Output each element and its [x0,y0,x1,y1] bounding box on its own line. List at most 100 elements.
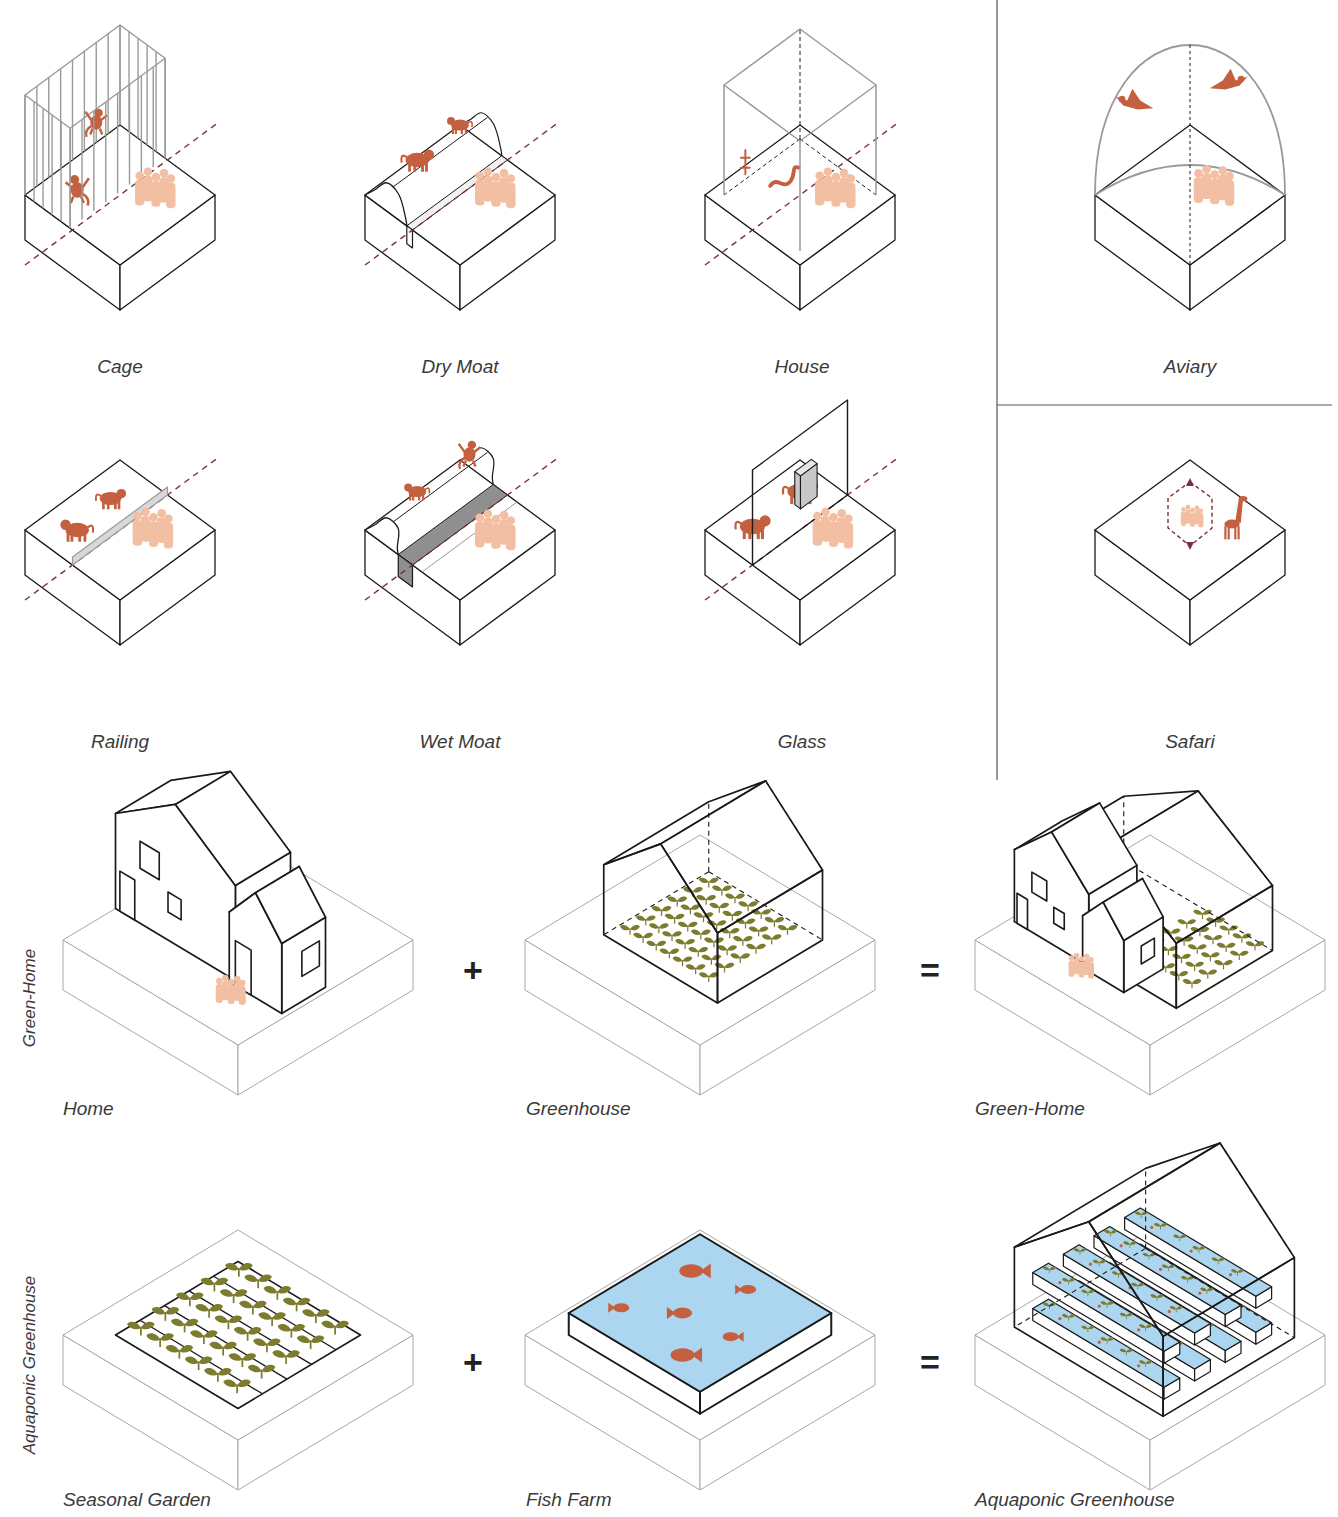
plant-leaf [272,1350,286,1357]
giraffe-leg [1234,526,1236,539]
plant-leaf [1157,1294,1164,1298]
plant-figure [1150,1294,1163,1301]
monkey-limbs [459,444,481,469]
zone-arrow [1186,478,1194,486]
visitor-body [1079,961,1085,977]
side-wall [718,870,823,1003]
box-top [795,459,817,475]
panel-divider [996,0,997,780]
cage-bar [60,122,61,222]
visitor-head [1210,170,1219,179]
plant-leaf [646,915,656,920]
plant-leaf [1229,925,1238,930]
plant-leaf [696,964,706,969]
animal-figure [404,484,429,501]
plant-leaf [127,1322,141,1329]
fish-dot [1089,1263,1092,1266]
plant-leaf [316,1309,330,1316]
berm-back [460,113,502,156]
fish-dot [1098,1341,1101,1344]
plant-leaf [1143,1253,1150,1257]
animal-leg [748,529,751,539]
monkey-figure [459,441,481,469]
operator-symbol: + [463,950,483,991]
visitor-head [846,174,855,183]
visitor-body [164,523,173,549]
animal-leg [465,127,467,134]
boundary-line [25,457,220,601]
plant-leaf [204,1330,218,1337]
animal-head [404,484,412,492]
giraffe-leg [1228,526,1230,539]
fish-figure [608,1303,629,1313]
roof-plane [1103,879,1163,941]
bird-body [1116,89,1154,110]
plant-leaf [1185,962,1194,967]
furrow-line [140,1320,263,1394]
cage-bar [119,25,120,125]
plant-leaf [1230,951,1239,956]
cage-bar [69,128,70,228]
plant-leaf [1212,1258,1219,1262]
plant-leaf [218,1368,232,1375]
fish-dot [1229,1273,1232,1276]
plant-leaf [321,1321,335,1328]
plant-leaf [691,930,701,935]
animal-tail [401,156,406,163]
fish-body [723,1332,739,1341]
cage-bar [141,76,142,176]
animal-leg [409,494,411,501]
animal-leg [743,529,746,539]
plant-leaf [1226,943,1235,948]
plant-leaf [701,930,711,935]
animal-leg [425,163,428,172]
zone-arrow [1186,542,1194,550]
animal-leg [421,163,424,172]
plant-figure [1101,1301,1114,1308]
plant-figure [1043,1267,1056,1274]
window [1017,893,1028,929]
animal-leg [118,501,121,509]
plant-leaf [335,1321,349,1328]
plant-leaf [633,933,643,938]
animal-figure [60,520,93,542]
plant-leaf [179,1345,193,1352]
visitor-head [135,171,144,180]
rail-line [422,502,517,572]
plant-figure [1230,951,1249,960]
plant-leaf [1107,1337,1114,1341]
visitor-head [133,512,142,521]
plant-leaf [727,945,737,950]
plant-leaf [248,1365,262,1372]
visitor-head [222,975,228,981]
plant-leaf [1239,951,1248,956]
plant-leaf [704,937,714,942]
plant-leaf [1231,1269,1238,1273]
plant-leaf [199,1356,213,1363]
monkey-figure [66,175,89,206]
hidden-edge [604,872,709,935]
panel-drawing [63,1230,413,1490]
visitor-head [484,509,493,518]
plant-leaf [1208,970,1217,975]
visitor-head [216,978,222,984]
plant-leaf [1192,1246,1199,1250]
plant-figure [1081,1290,1094,1297]
monkey-head [94,109,102,117]
panel-caption: Seasonal Garden [63,1489,211,1512]
plant-leaf [286,1350,300,1357]
visitor-body [1198,513,1203,527]
plant-leaf [725,963,735,968]
plant-figure [1062,1314,1075,1321]
panel-caption: Aquaponic Greenhouse [975,1489,1175,1512]
plant-leaf [1213,935,1222,940]
plant-leaf [694,912,704,917]
fish-dot [1150,1226,1153,1229]
plant-leaf [762,934,772,939]
plant-figure [1200,1288,1213,1295]
plant-leaf [646,941,656,946]
cage-bar [72,60,73,160]
roof-plane [256,867,326,944]
plant-leaf [228,1316,242,1323]
plant-leaf [709,903,719,908]
